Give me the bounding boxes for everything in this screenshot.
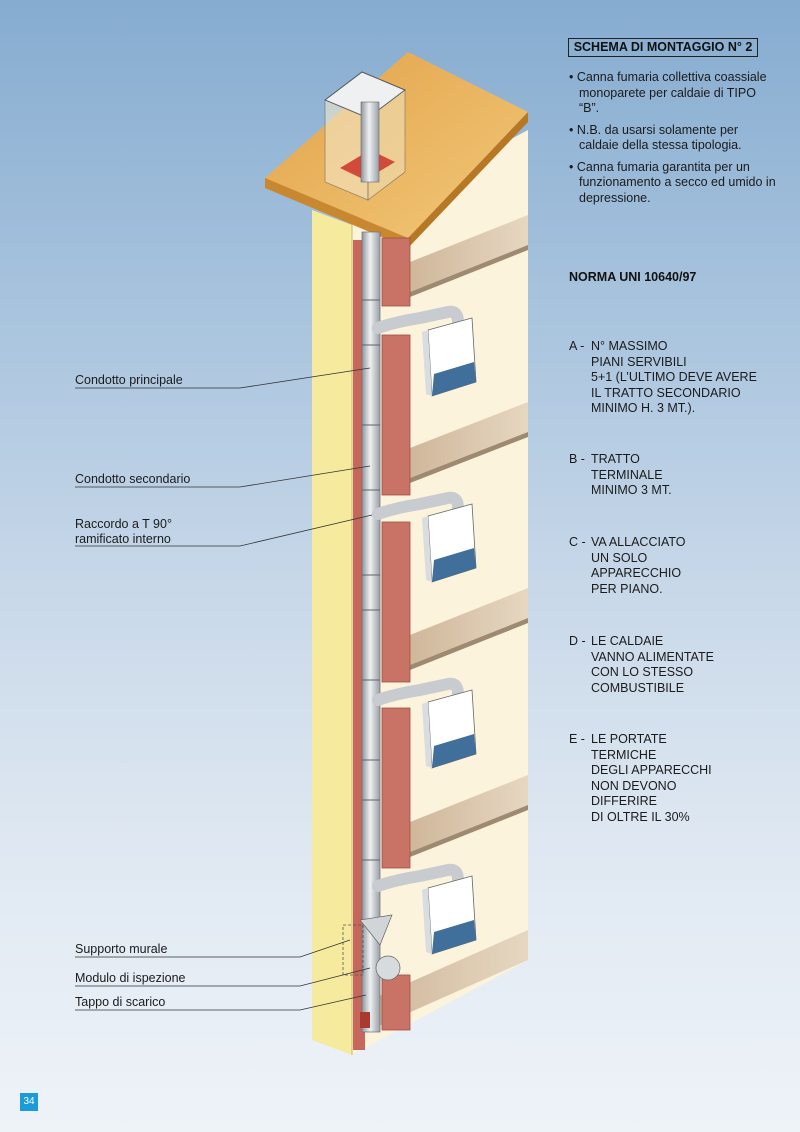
boilers: [422, 317, 477, 955]
note-key: B -: [569, 452, 585, 466]
note-line: VANNO ALIMENTATE: [591, 649, 714, 664]
note-line: TRATTO: [591, 452, 640, 466]
main-flue-pipe: [361, 231, 381, 1033]
bullet-item: • Canna fumaria collettiva coassiale mon…: [569, 70, 767, 115]
floor-slabs: [370, 215, 528, 1030]
note-line: LE PORTATE: [591, 732, 667, 746]
note-key: D -: [569, 634, 586, 648]
note-e: E -LE PORTATE TERMICHE DEGLI APPARECCHI …: [569, 732, 712, 825]
label-raccordo-line2: ramificato interno: [75, 532, 171, 546]
note-line: CON LO STESSO: [591, 665, 694, 679]
note-line: DEGLI APPARECCHI: [591, 763, 712, 777]
leader-lines: [75, 367, 373, 1011]
label-raccordo: Raccordo a T 90° ramificato interno: [75, 517, 172, 547]
note-line: DIFFERIRE: [591, 794, 657, 808]
note-line: VA ALLACCIATO: [591, 535, 686, 549]
label-raccordo-line1: Raccordo a T 90°: [75, 517, 172, 531]
note-line: NON DEVONO: [591, 778, 677, 793]
note-key: A -: [569, 339, 585, 353]
label-tappo-scarico: Tappo di scarico: [75, 995, 166, 1009]
note-line: PER PIANO.: [591, 581, 663, 596]
note-key: C -: [569, 535, 586, 549]
label-condotto-principale: Condotto principale: [75, 373, 183, 387]
boiler-connections: [372, 305, 464, 892]
bullet-item: • Canna fumaria garantita per un funzion…: [569, 159, 776, 205]
label-modulo-ispezione: Modulo di ispezione: [75, 971, 186, 985]
note-key: E -: [569, 732, 585, 746]
note-line: TERMICHE: [591, 747, 657, 762]
note-line: UN SOLO: [591, 550, 648, 565]
label-condotto-secondario: Condotto secondario: [75, 472, 191, 486]
note-line: PIANI SERVIBILI: [591, 354, 687, 369]
note-line: N° MASSIMO: [591, 339, 668, 353]
note-line: IL TRATTO SECONDARIO: [591, 385, 741, 400]
schema-title: SCHEMA DI MONTAGGIO N° 2: [568, 38, 758, 57]
note-a: A - N° MASSIMO PIANI SERVIBILI 5+1 (L’ULT…: [569, 339, 757, 417]
note-b: B - TRATTO TERMINALE MINIMO 3 MT.: [569, 452, 672, 499]
note-line: TERMINALE: [591, 467, 663, 482]
note-line: MINIMO H. 3 MT.).: [591, 401, 696, 415]
page-number: 34: [20, 1093, 38, 1111]
note-d: D - LE CALDAIE VANNO ALIMENTATE CON LO ST…: [569, 634, 714, 696]
note-line: DI OLTRE IL 30%: [591, 809, 690, 824]
bottom-fittings: [342, 914, 401, 1028]
note-line: LE CALDAIE: [591, 634, 664, 648]
note-line: MINIMO 3 MT.: [591, 483, 672, 497]
bullet-item: • N.B. da usarsi solamente per caldaie d…: [569, 122, 742, 153]
building-front-wall: [312, 210, 352, 1055]
norma-heading: NORMA UNI 10640/97: [569, 270, 697, 284]
note-line: APPARECCHIO: [591, 566, 682, 580]
bullet-list: • Canna fumaria collettiva coassiale mon…: [569, 70, 779, 212]
note-c: C - VA ALLACCIATO UN SOLO APPARECCHIO PER…: [569, 535, 686, 597]
note-line: 5+1 (L’ULTIMO DEVE AVERE: [591, 370, 757, 384]
label-supporto-murale: Supporto murale: [75, 942, 168, 956]
note-line: COMBUSTIBILE: [591, 680, 685, 695]
brick-pillars: [381, 237, 411, 1031]
